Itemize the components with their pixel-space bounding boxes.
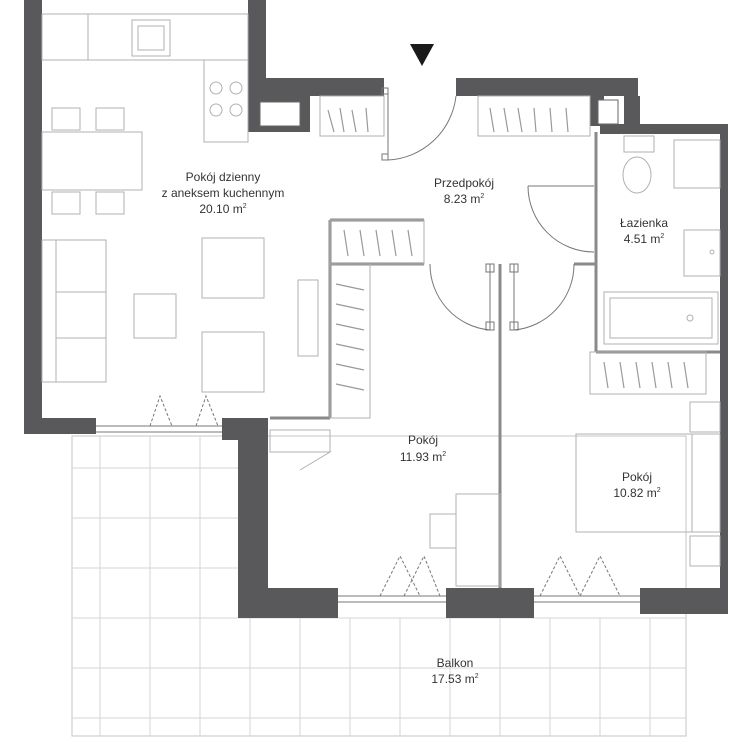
room2-name: Pokój [622,470,652,484]
room2-furniture [575,401,721,567]
living-name-line2: z aneksem kuchennym [162,186,285,200]
bathroom-area-value: 4.51 m [624,232,661,246]
partitions [270,132,720,588]
room1-name: Pokój [408,433,438,447]
room2-area: 10.82 m2 [613,486,660,500]
balcony-area-value: 17.53 m [431,672,474,686]
balcony-name: Balkon [437,656,474,670]
living-area: 20.10 m2 [199,202,246,216]
room2-area-unit-sup: 2 [657,487,661,494]
walls [24,0,728,618]
hall-area-value: 8.23 m [444,192,481,206]
bathroom-name: Łazienka [620,216,668,230]
dining-furniture [41,107,143,215]
hall-area: 8.23 m2 [444,192,485,206]
room1-furniture [269,429,501,587]
hall-name: Przedpokój [434,176,494,190]
room1-area-unit-sup: 2 [442,451,446,458]
bathroom-area: 4.51 m2 [624,232,665,246]
room2-area-value: 10.82 m [613,486,656,500]
living-name-line1: Pokój dzienny [186,170,261,184]
living-furniture [41,237,319,393]
bathroom-fixtures [603,135,721,345]
wall-inner-outlines [259,99,619,127]
hall-area-unit-sup: 2 [480,193,484,200]
down-triangle-icon [410,44,434,66]
living-area-value: 20.10 m [199,202,242,216]
windows [96,394,640,603]
balcony-area: 17.53 m2 [431,672,478,686]
wardrobes [319,95,707,419]
room1-area-value: 11.93 m [400,450,442,464]
balcony-floor-grid [71,435,687,737]
bathroom-area-unit-sup: 2 [660,233,664,240]
living-area-unit-sup: 2 [243,203,247,210]
room1-area: 11.93 m2 [400,450,446,464]
wardrobe-hangers [327,107,689,391]
doors [381,87,595,331]
balcony-area-unit-sup: 2 [475,673,479,680]
kitchen-furniture [41,13,249,143]
